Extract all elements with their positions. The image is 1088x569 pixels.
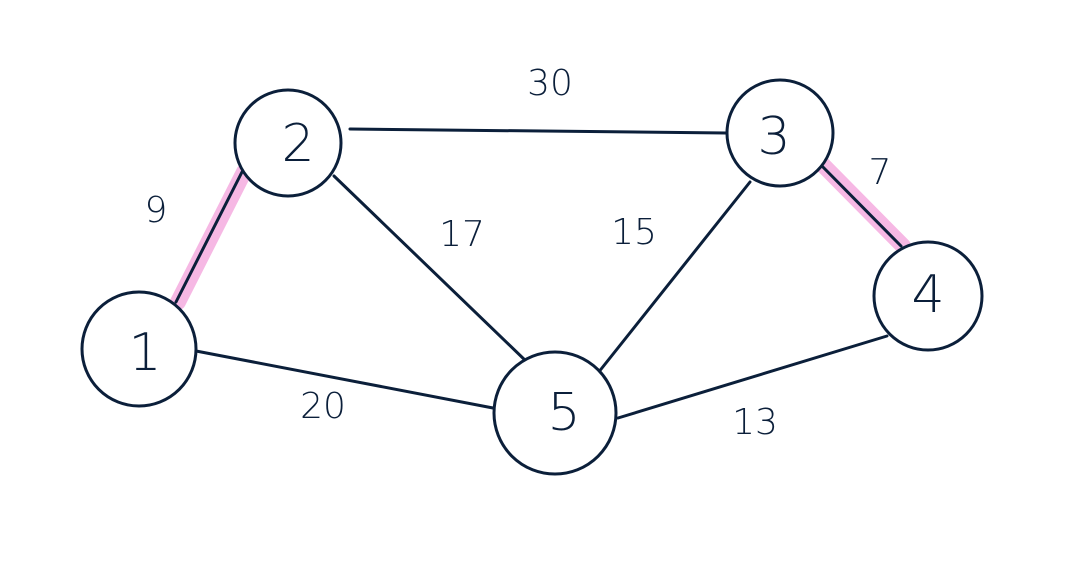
node-1-circle: [80, 290, 198, 408]
edges-layer: [174, 127, 903, 420]
highlight-edge-1-2: [170, 164, 252, 310]
edge-1-5: [194, 349, 495, 410]
node-5-circle: [492, 350, 618, 476]
node-5: 5: [492, 350, 618, 476]
node-2-circle: [233, 88, 343, 198]
nodes-layer: 1 2 3 4 5: [80, 78, 984, 476]
edge-1-5-weight: 20: [300, 386, 346, 427]
node-2-label: 2: [281, 114, 314, 174]
edge-3-4-weight: 7: [869, 152, 892, 193]
node-4: 4: [872, 240, 984, 352]
edge-1-2-weight: 9: [145, 190, 168, 231]
node-2: 2: [233, 88, 343, 198]
edge-2-3-weight: 30: [527, 63, 573, 104]
node-4-label: 4: [911, 265, 944, 325]
edge-5-4-weight: 13: [732, 402, 778, 443]
edge-5-4: [616, 334, 889, 420]
edge-1-2: [174, 170, 244, 304]
node-1: 1: [80, 290, 198, 408]
node-4-circle: [872, 240, 984, 352]
node-3-circle: [725, 78, 835, 188]
edge-3-5: [592, 180, 752, 380]
edge-3-4: [816, 160, 903, 248]
node-1-label: 1: [128, 323, 161, 383]
edge-2-3: [348, 127, 728, 135]
node-3: 3: [725, 78, 835, 188]
node-3-label: 3: [757, 107, 790, 167]
edge-2-5: [332, 174, 530, 365]
edge-3-5-weight: 15: [611, 212, 657, 253]
node-5-label: 5: [547, 383, 580, 443]
edge-labels-layer: 9 30 17 20 15 7 13: [145, 63, 892, 443]
edge-2-5-weight: 17: [439, 214, 485, 255]
